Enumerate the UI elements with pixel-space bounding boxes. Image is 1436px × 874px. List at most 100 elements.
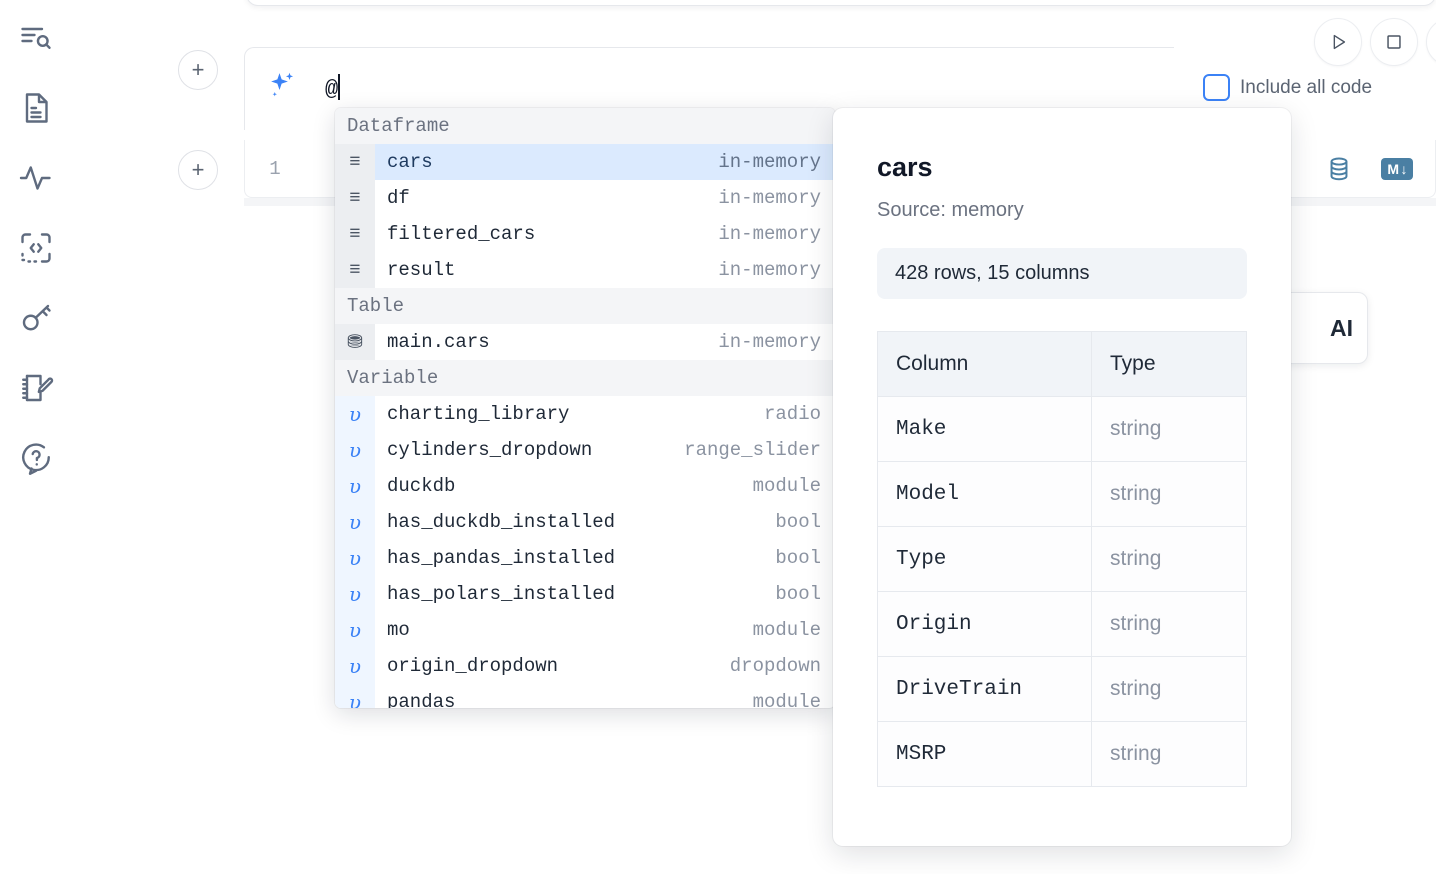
notepad-edit-icon[interactable] — [14, 366, 58, 410]
preview-panel: cars Source: memory 428 rows, 15 columns… — [833, 108, 1291, 846]
markdown-badge[interactable]: M ↓ — [1381, 157, 1413, 180]
markdown-badge-letter: M — [1387, 160, 1400, 177]
autocomplete-item-kind: module — [752, 475, 821, 497]
cell-column-name: MSRP — [876, 721, 1093, 787]
text-caret — [338, 74, 341, 100]
autocomplete-item-kind: bool — [775, 547, 821, 569]
include-all-code-row[interactable]: Include all code — [1203, 74, 1372, 101]
header-column: Column — [876, 331, 1093, 397]
run-button[interactable] — [1314, 18, 1362, 66]
autocomplete-item-name: duckdb — [387, 475, 456, 497]
autocomplete-item-kind: in-memory — [718, 151, 821, 173]
add-cell-button-top[interactable]: + — [178, 50, 218, 90]
header-type: Type — [1091, 331, 1247, 397]
add-cell-button-bottom[interactable]: + — [178, 150, 218, 190]
autocomplete-group-header: Variable — [335, 360, 835, 396]
autocomplete-item-kind: in-memory — [718, 259, 821, 281]
autocomplete-item[interactable]: ⛃ main.cars in-memory — [335, 324, 835, 360]
activity-icon[interactable] — [14, 156, 58, 200]
dataframe-icon: ≡ — [335, 144, 375, 180]
autocomplete-item-name: df — [387, 187, 410, 209]
autocomplete-item-name: charting_library — [387, 403, 570, 425]
autocomplete-item-name: has_pandas_installed — [387, 547, 616, 569]
autocomplete-item-name: has_polars_installed — [387, 583, 616, 605]
autocomplete-item-kind: in-memory — [718, 223, 821, 245]
autocomplete-item-kind: range_slider — [684, 439, 821, 461]
autocomplete-item-body: result in-memory — [375, 252, 835, 288]
autocomplete-item-body: main.cars in-memory — [375, 324, 835, 360]
database-icon[interactable] — [1325, 155, 1353, 183]
sidebar-rail — [0, 0, 72, 874]
autocomplete-item-name: result — [387, 259, 456, 281]
autocomplete-item-name: cars — [387, 151, 433, 173]
key-icon[interactable] — [14, 296, 58, 340]
stop-button[interactable] — [1370, 18, 1418, 66]
autocomplete-item-kind: radio — [763, 403, 821, 425]
autocomplete-item[interactable]: ≡ result in-memory — [335, 252, 835, 288]
autocomplete-item-kind: module — [752, 619, 821, 641]
help-icon[interactable] — [14, 436, 58, 480]
ai-prompt-input[interactable]: @ — [325, 74, 341, 102]
cell-column-type: string — [1091, 396, 1247, 462]
code-icon[interactable] — [14, 226, 58, 270]
cell-column-name: Make — [876, 396, 1093, 462]
overflow-button[interactable] — [1426, 18, 1436, 66]
above-cell-card — [246, 0, 1436, 6]
preview-stats-badge: 428 rows, 15 columns — [877, 248, 1247, 299]
autocomplete-item[interactable]: υ charting_library radio — [335, 396, 835, 432]
autocomplete-item-kind: in-memory — [718, 331, 821, 353]
autocomplete-item[interactable]: ≡ cars in-memory — [335, 144, 835, 180]
variable-icon: υ — [335, 468, 375, 504]
cell-column-type: string — [1091, 591, 1247, 657]
autocomplete-item-body: has_duckdb_installed bool — [375, 504, 835, 540]
cell-column-name: Model — [876, 461, 1093, 527]
explore-icon[interactable] — [14, 16, 58, 60]
ai-suggestion-card-label: AI — [1330, 314, 1353, 341]
cell-column-type: string — [1091, 656, 1247, 722]
cell-line-number: 1 — [269, 157, 281, 180]
table-icon: ⛃ — [335, 324, 375, 360]
cell-column-type: string — [1091, 526, 1247, 592]
table-header-row: Column Type — [876, 331, 1247, 397]
autocomplete-item-kind: bool — [775, 511, 821, 533]
cell-column-type: string — [1091, 721, 1247, 787]
cell-column-type: string — [1091, 461, 1247, 527]
sparkle-icon — [267, 70, 297, 100]
autocomplete-group-header: Dataframe — [335, 108, 835, 144]
ai-prompt-value: @ — [325, 77, 339, 102]
autocomplete-item-name: has_duckdb_installed — [387, 511, 616, 533]
variable-icon: υ — [335, 684, 375, 708]
autocomplete-item-name: origin_dropdown — [387, 655, 559, 677]
cell-toolbar: M ↓ — [1325, 140, 1413, 197]
autocomplete-item-name: main.cars — [387, 331, 490, 353]
dataframe-icon: ≡ — [335, 252, 375, 288]
preview-title: cars — [877, 152, 933, 182]
include-all-code-checkbox[interactable] — [1203, 74, 1230, 101]
autocomplete-item-body: has_pandas_installed bool — [375, 540, 835, 576]
variable-icon: υ — [335, 432, 375, 468]
document-icon[interactable] — [14, 86, 58, 130]
autocomplete-item-kind: in-memory — [718, 187, 821, 209]
autocomplete-item-body: cars in-memory — [375, 144, 835, 180]
autocomplete-item-body: duckdb module — [375, 468, 835, 504]
autocomplete-item-kind: bool — [775, 583, 821, 605]
variable-icon: υ — [335, 396, 375, 432]
